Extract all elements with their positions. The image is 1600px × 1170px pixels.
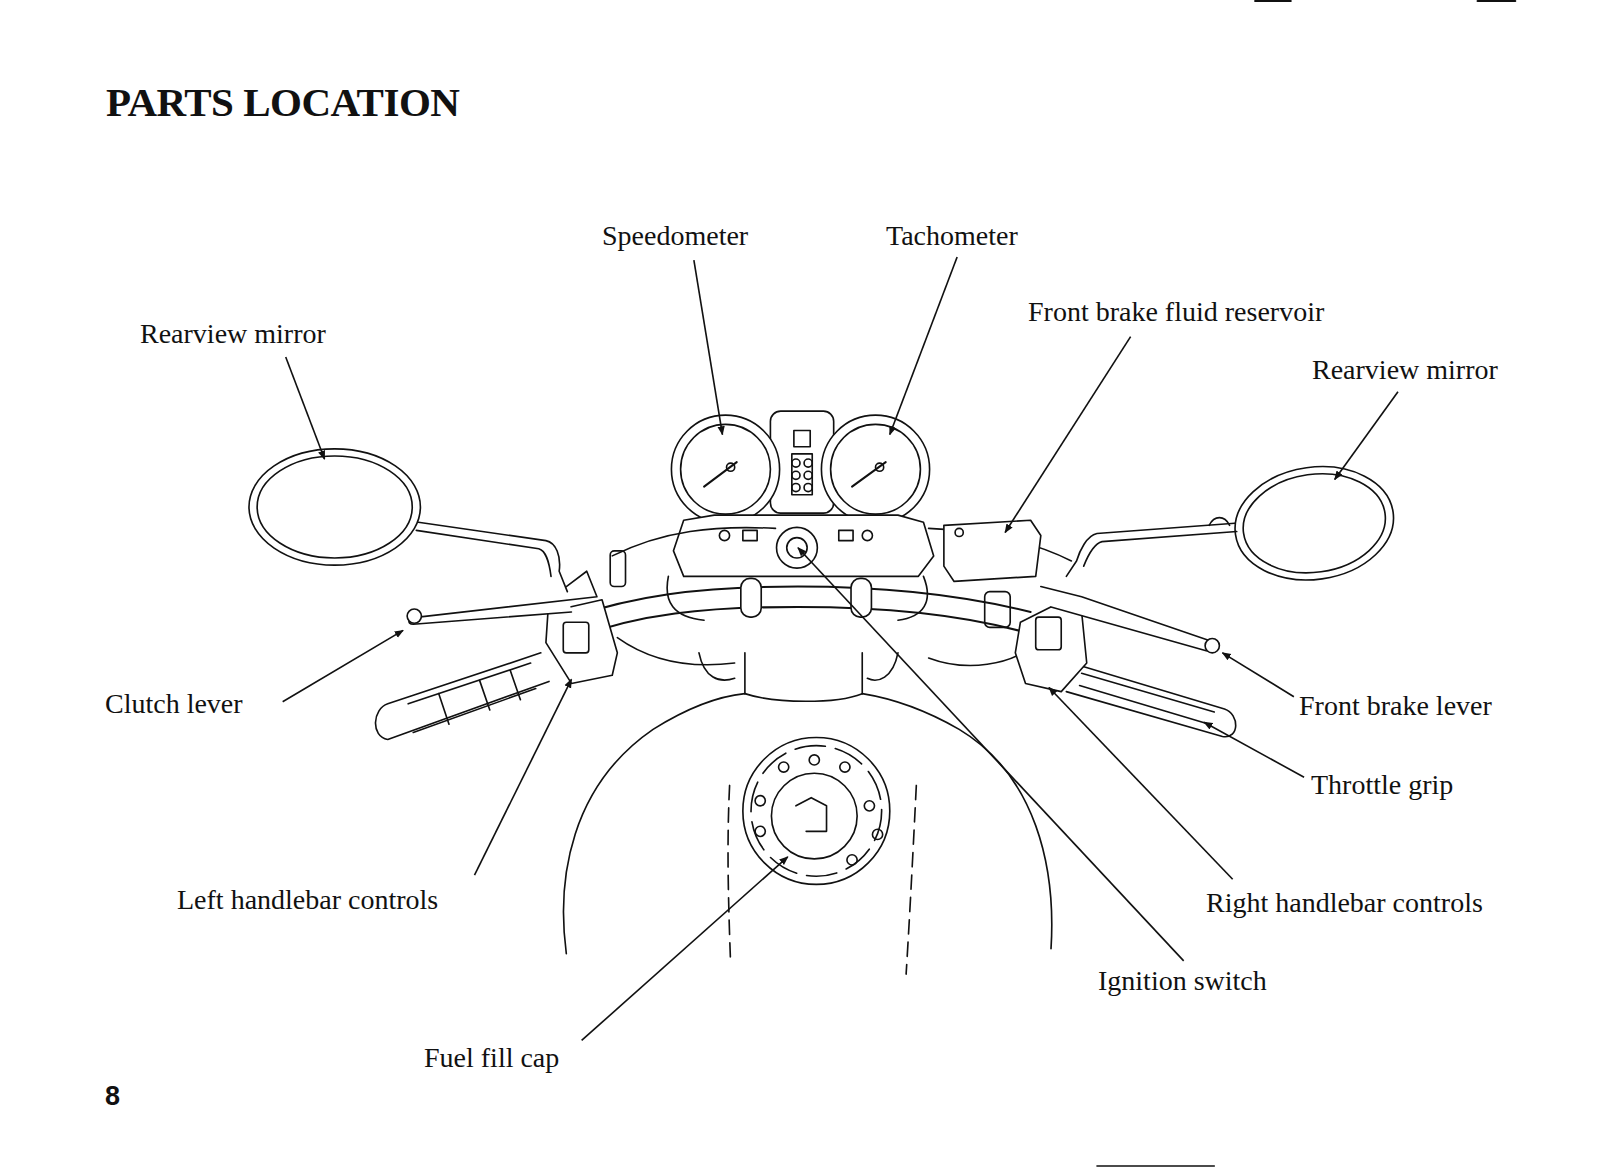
part-label: Front brake lever [1299,690,1492,722]
part-label: Speedometer [602,220,748,252]
part-label: Ignition switch [1098,965,1267,997]
part-label: Rearview mirror [1312,354,1498,386]
part-label: Tachometer [886,220,1018,252]
part-label: Front brake fluid reservoir [1028,296,1324,328]
part-label: Left handlebar controls [177,884,438,916]
page-title: PARTS LOCATION [106,80,459,125]
page-number: 8 [105,1081,120,1112]
part-label: Rearview mirror [140,318,326,350]
part-label: Clutch lever [105,688,243,720]
part-label: Right handlebar controls [1206,887,1483,919]
part-label: Fuel fill cap [424,1042,559,1074]
part-label: Throttle grip [1311,769,1453,801]
